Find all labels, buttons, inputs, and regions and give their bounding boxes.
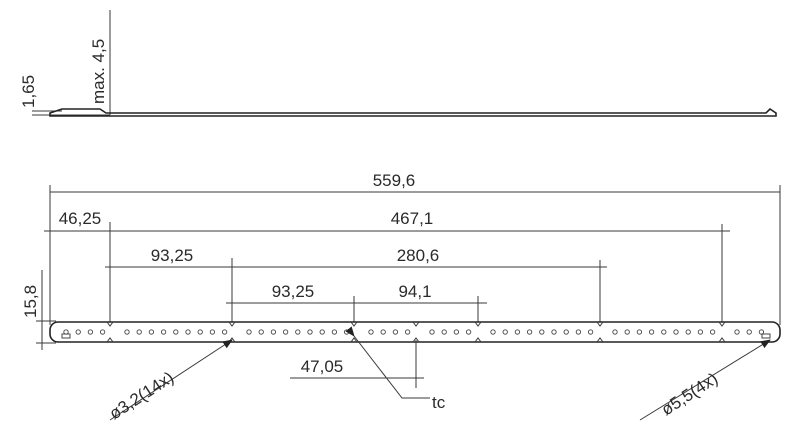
strip-hole bbox=[380, 329, 386, 335]
side-view: 1,65 max. 4,5 bbox=[19, 10, 777, 117]
strip-notch bbox=[412, 321, 420, 343]
strip-hole bbox=[148, 329, 155, 335]
strip-hole bbox=[758, 329, 765, 335]
strip-hole bbox=[392, 329, 399, 335]
strip-hole bbox=[160, 329, 167, 335]
strip-hole bbox=[539, 329, 545, 335]
side-profile-strip bbox=[49, 107, 777, 117]
strip-hole bbox=[197, 329, 203, 335]
strip-hole bbox=[441, 329, 447, 335]
strip-notch bbox=[350, 321, 358, 343]
strip-hole bbox=[99, 329, 106, 335]
strip-hole bbox=[246, 329, 252, 335]
strip-hole bbox=[136, 329, 142, 335]
large-hole-leader-line bbox=[639, 339, 771, 421]
strip-hole bbox=[490, 329, 496, 335]
strip-hole bbox=[319, 329, 325, 335]
strip-notch bbox=[474, 321, 482, 343]
tc-label: tc bbox=[432, 393, 446, 412]
strip-hole bbox=[209, 329, 216, 335]
dim-93a-label: 93,25 bbox=[151, 246, 194, 265]
strip-hole bbox=[282, 329, 289, 335]
end-marker bbox=[61, 333, 71, 339]
strip-hole bbox=[612, 329, 618, 335]
strip-hole bbox=[624, 329, 630, 335]
strip-hole bbox=[185, 329, 191, 335]
strip-hole bbox=[270, 329, 277, 335]
strip-notch bbox=[718, 321, 726, 343]
dim-94-label: 94,1 bbox=[398, 282, 431, 301]
strip-hole bbox=[173, 329, 179, 335]
strip-hole bbox=[502, 329, 508, 335]
strip-hole bbox=[685, 329, 691, 335]
dim-47-label: 47,05 bbox=[301, 357, 344, 376]
strip-hole bbox=[465, 329, 472, 335]
strip-hole bbox=[368, 329, 374, 335]
strip-hole bbox=[404, 329, 411, 335]
top-view: 559,6 46,25 467,1 93,25 280,6 93,25 94,1… bbox=[21, 171, 781, 424]
max-height-label: max. 4,5 bbox=[89, 39, 108, 104]
strip-hole bbox=[258, 329, 264, 335]
strip-hole bbox=[87, 329, 94, 335]
strip-hole bbox=[648, 329, 655, 335]
strip-hole bbox=[526, 329, 533, 335]
strip-hole bbox=[746, 329, 752, 335]
strip-hole bbox=[709, 329, 716, 335]
strip-hole bbox=[697, 329, 704, 335]
strip-hole bbox=[453, 329, 460, 335]
strip-hole bbox=[587, 329, 594, 335]
strip-hole bbox=[429, 329, 435, 335]
strip-hole bbox=[575, 329, 582, 335]
strip-hole bbox=[563, 329, 569, 335]
strip-hole bbox=[551, 329, 557, 335]
strip-hole bbox=[343, 329, 350, 335]
dim-46-label: 46,25 bbox=[59, 209, 102, 228]
strip-notch bbox=[106, 321, 114, 343]
large-hole-label: ø5,5(4x) bbox=[658, 369, 721, 419]
strip-hole bbox=[295, 329, 301, 335]
strip-notch bbox=[596, 321, 604, 343]
dim-280-label: 280,6 bbox=[397, 246, 440, 265]
strip-hole bbox=[331, 329, 338, 335]
strip-hole bbox=[124, 329, 130, 335]
led-strip-body bbox=[49, 321, 781, 343]
strip-holes bbox=[61, 321, 771, 343]
strip-width-label: 15,8 bbox=[21, 285, 40, 318]
strip-hole bbox=[636, 329, 643, 335]
strip-hole bbox=[734, 329, 740, 335]
end-marker bbox=[761, 333, 771, 339]
strip-hole bbox=[75, 329, 81, 335]
strip-hole bbox=[514, 329, 521, 335]
thickness-label: 1,65 bbox=[19, 75, 38, 108]
small-hole-leader-line bbox=[109, 339, 233, 421]
strip-hole bbox=[307, 329, 313, 335]
dim-93b-label: 93,25 bbox=[272, 282, 315, 301]
strip-hole bbox=[221, 329, 228, 335]
strip-hole bbox=[661, 329, 667, 335]
small-hole-label: ø3,2(14x) bbox=[106, 368, 177, 424]
overall-length-label: 559,6 bbox=[373, 171, 416, 190]
tc-leader-line bbox=[345, 326, 430, 399]
strip-hole bbox=[673, 329, 679, 335]
dim-467-label: 467,1 bbox=[391, 209, 434, 228]
